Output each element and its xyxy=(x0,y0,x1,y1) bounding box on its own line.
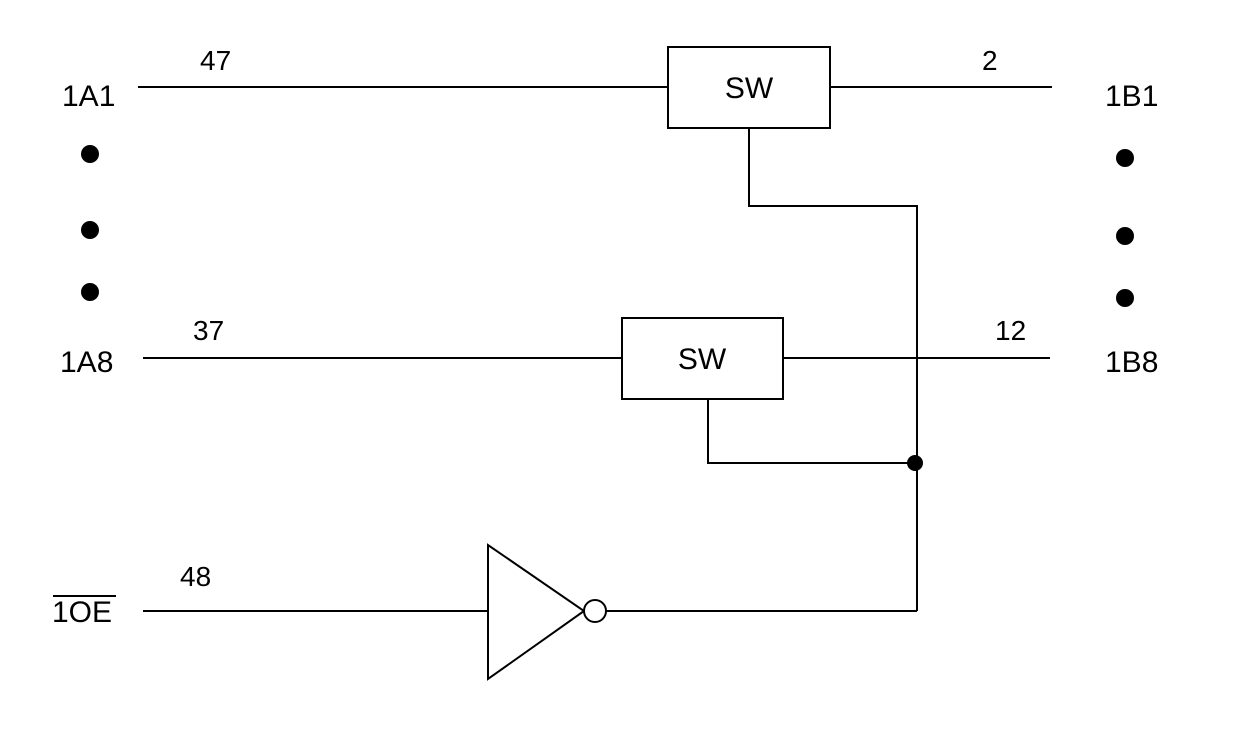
inverter-triangle xyxy=(487,543,586,681)
wire-enable-top xyxy=(748,128,918,611)
ellipsis-dot-left-3 xyxy=(81,283,99,301)
switch-box-bottom xyxy=(621,317,784,400)
pin-number-1b8: 12 xyxy=(995,315,1026,346)
output-label-1b1: 1B1 xyxy=(1105,80,1158,113)
input-label-1a1: 1A1 xyxy=(62,80,115,113)
ellipsis-dot-right-3 xyxy=(1116,289,1134,307)
input-label-1oe: 1OE xyxy=(52,596,112,629)
pin-number-1b1: 2 xyxy=(982,45,998,76)
ellipsis-dot-left-1 xyxy=(81,145,99,163)
switch-label-bottom: SW xyxy=(678,343,727,376)
switch-label-top: SW xyxy=(725,72,774,105)
ellipsis-dot-left-2 xyxy=(81,221,99,239)
inverter-bubble xyxy=(583,599,607,623)
junction-dot xyxy=(907,455,923,471)
pin-number-1a8: 37 xyxy=(193,315,224,346)
wire-enable-bottom xyxy=(707,399,917,464)
input-label-1a8: 1A8 xyxy=(60,346,113,379)
ellipsis-dot-right-1 xyxy=(1116,149,1134,167)
output-label-1b8: 1B8 xyxy=(1105,346,1158,379)
pin-number-1a1: 47 xyxy=(200,45,231,76)
ellipsis-dot-right-2 xyxy=(1116,227,1134,245)
pin-number-1oe: 48 xyxy=(180,561,211,592)
